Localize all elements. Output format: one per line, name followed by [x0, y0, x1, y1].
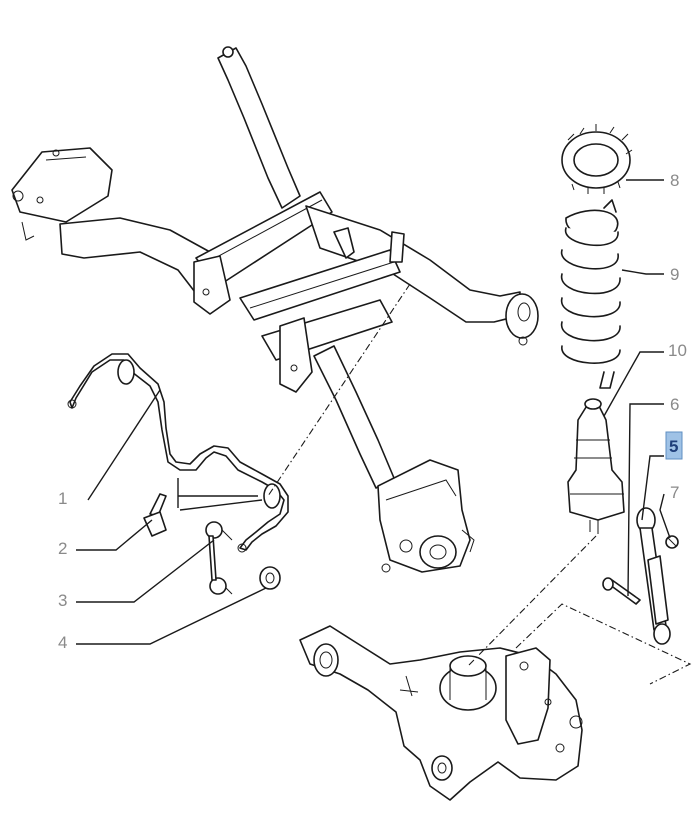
- stabilizer-bar: [67, 353, 289, 553]
- link-rod-part-3: [205, 521, 233, 595]
- leader-7: [659, 493, 671, 539]
- callout-labels: 1 2 3 4 5 6 7 8 9 10: [58, 171, 687, 652]
- callout-4[interactable]: 4: [58, 633, 67, 652]
- bump-stop-part-10: [567, 398, 625, 534]
- bolt-part-6: [602, 577, 641, 605]
- spring-pad-part-8: [561, 124, 633, 194]
- callout-9[interactable]: 9: [670, 265, 679, 284]
- leader-6: [627, 403, 664, 597]
- callout-3[interactable]: 3: [58, 591, 67, 610]
- callout-7[interactable]: 7: [670, 483, 679, 502]
- callout-10[interactable]: 10: [668, 341, 687, 360]
- leader-lines: [76, 179, 671, 645]
- bushing-part-4: [259, 566, 281, 590]
- leader-1: [87, 389, 161, 501]
- callout-6[interactable]: 6: [670, 395, 679, 414]
- leader-10: [603, 351, 664, 417]
- assembly-lines: [267, 283, 692, 685]
- callout-2[interactable]: 2: [58, 539, 67, 558]
- leader-4: [76, 587, 267, 645]
- bolt-part-2: [143, 493, 167, 537]
- bar-bracket-pointer: [177, 478, 263, 511]
- rear-subframe: [11, 46, 539, 573]
- callout-1[interactable]: 1: [58, 489, 67, 508]
- leader-3: [76, 539, 215, 603]
- callout-8[interactable]: 8: [670, 171, 679, 190]
- leader-2: [76, 519, 153, 551]
- suspension-arm: [299, 625, 583, 801]
- callout-5-highlight: [665, 431, 683, 460]
- callout-5[interactable]: 5: [669, 437, 678, 456]
- leader-5: [641, 455, 664, 521]
- shock-absorber-part-5: [636, 507, 671, 645]
- leader-9: [621, 269, 664, 275]
- coil-spring-part-9: [561, 199, 621, 389]
- nut-part-7: [665, 535, 679, 549]
